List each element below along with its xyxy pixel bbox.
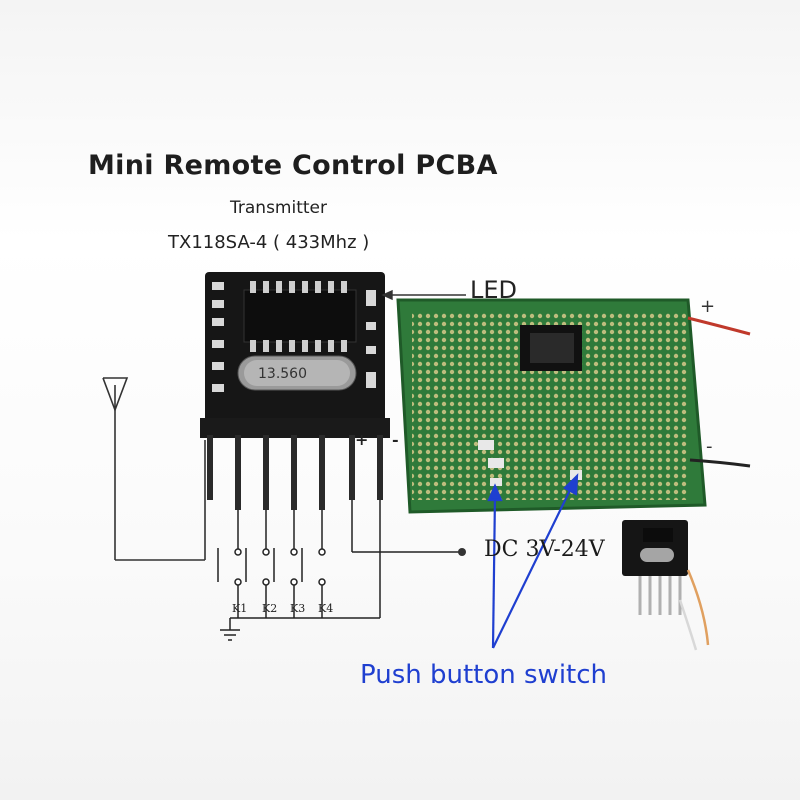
led-pointer	[381, 289, 466, 301]
crystal-label: 13.560	[258, 366, 307, 382]
small-module-photo	[622, 520, 710, 651]
power-terminal	[458, 548, 466, 556]
svg-text:-: -	[706, 436, 713, 457]
button-label-k4: K4	[318, 602, 334, 615]
svg-text:+: +	[700, 296, 715, 317]
push-button-arrows	[487, 473, 579, 649]
antenna-symbol	[102, 377, 206, 561]
positive-terminal-label: +	[355, 430, 369, 449]
power-supply-label: DC 3V-24V	[484, 537, 605, 562]
button-label-k3: K3	[290, 602, 306, 615]
transmitter-module	[200, 272, 390, 510]
led-label: LED	[470, 276, 518, 304]
button-schematic	[217, 500, 460, 641]
model-number: TX118SA-4 ( 433Mhz )	[168, 232, 370, 253]
power-wires: + -	[687, 296, 751, 468]
button-label-k2: K2	[262, 602, 278, 615]
button-label-k1: K1	[232, 602, 248, 615]
push-button-caption: Push button switch	[360, 660, 608, 690]
document-subtitle: Transmitter	[230, 198, 327, 218]
negative-terminal-label: -	[392, 430, 399, 449]
document-title: Mini Remote Control PCBA	[88, 150, 498, 181]
perfboard	[396, 298, 707, 514]
